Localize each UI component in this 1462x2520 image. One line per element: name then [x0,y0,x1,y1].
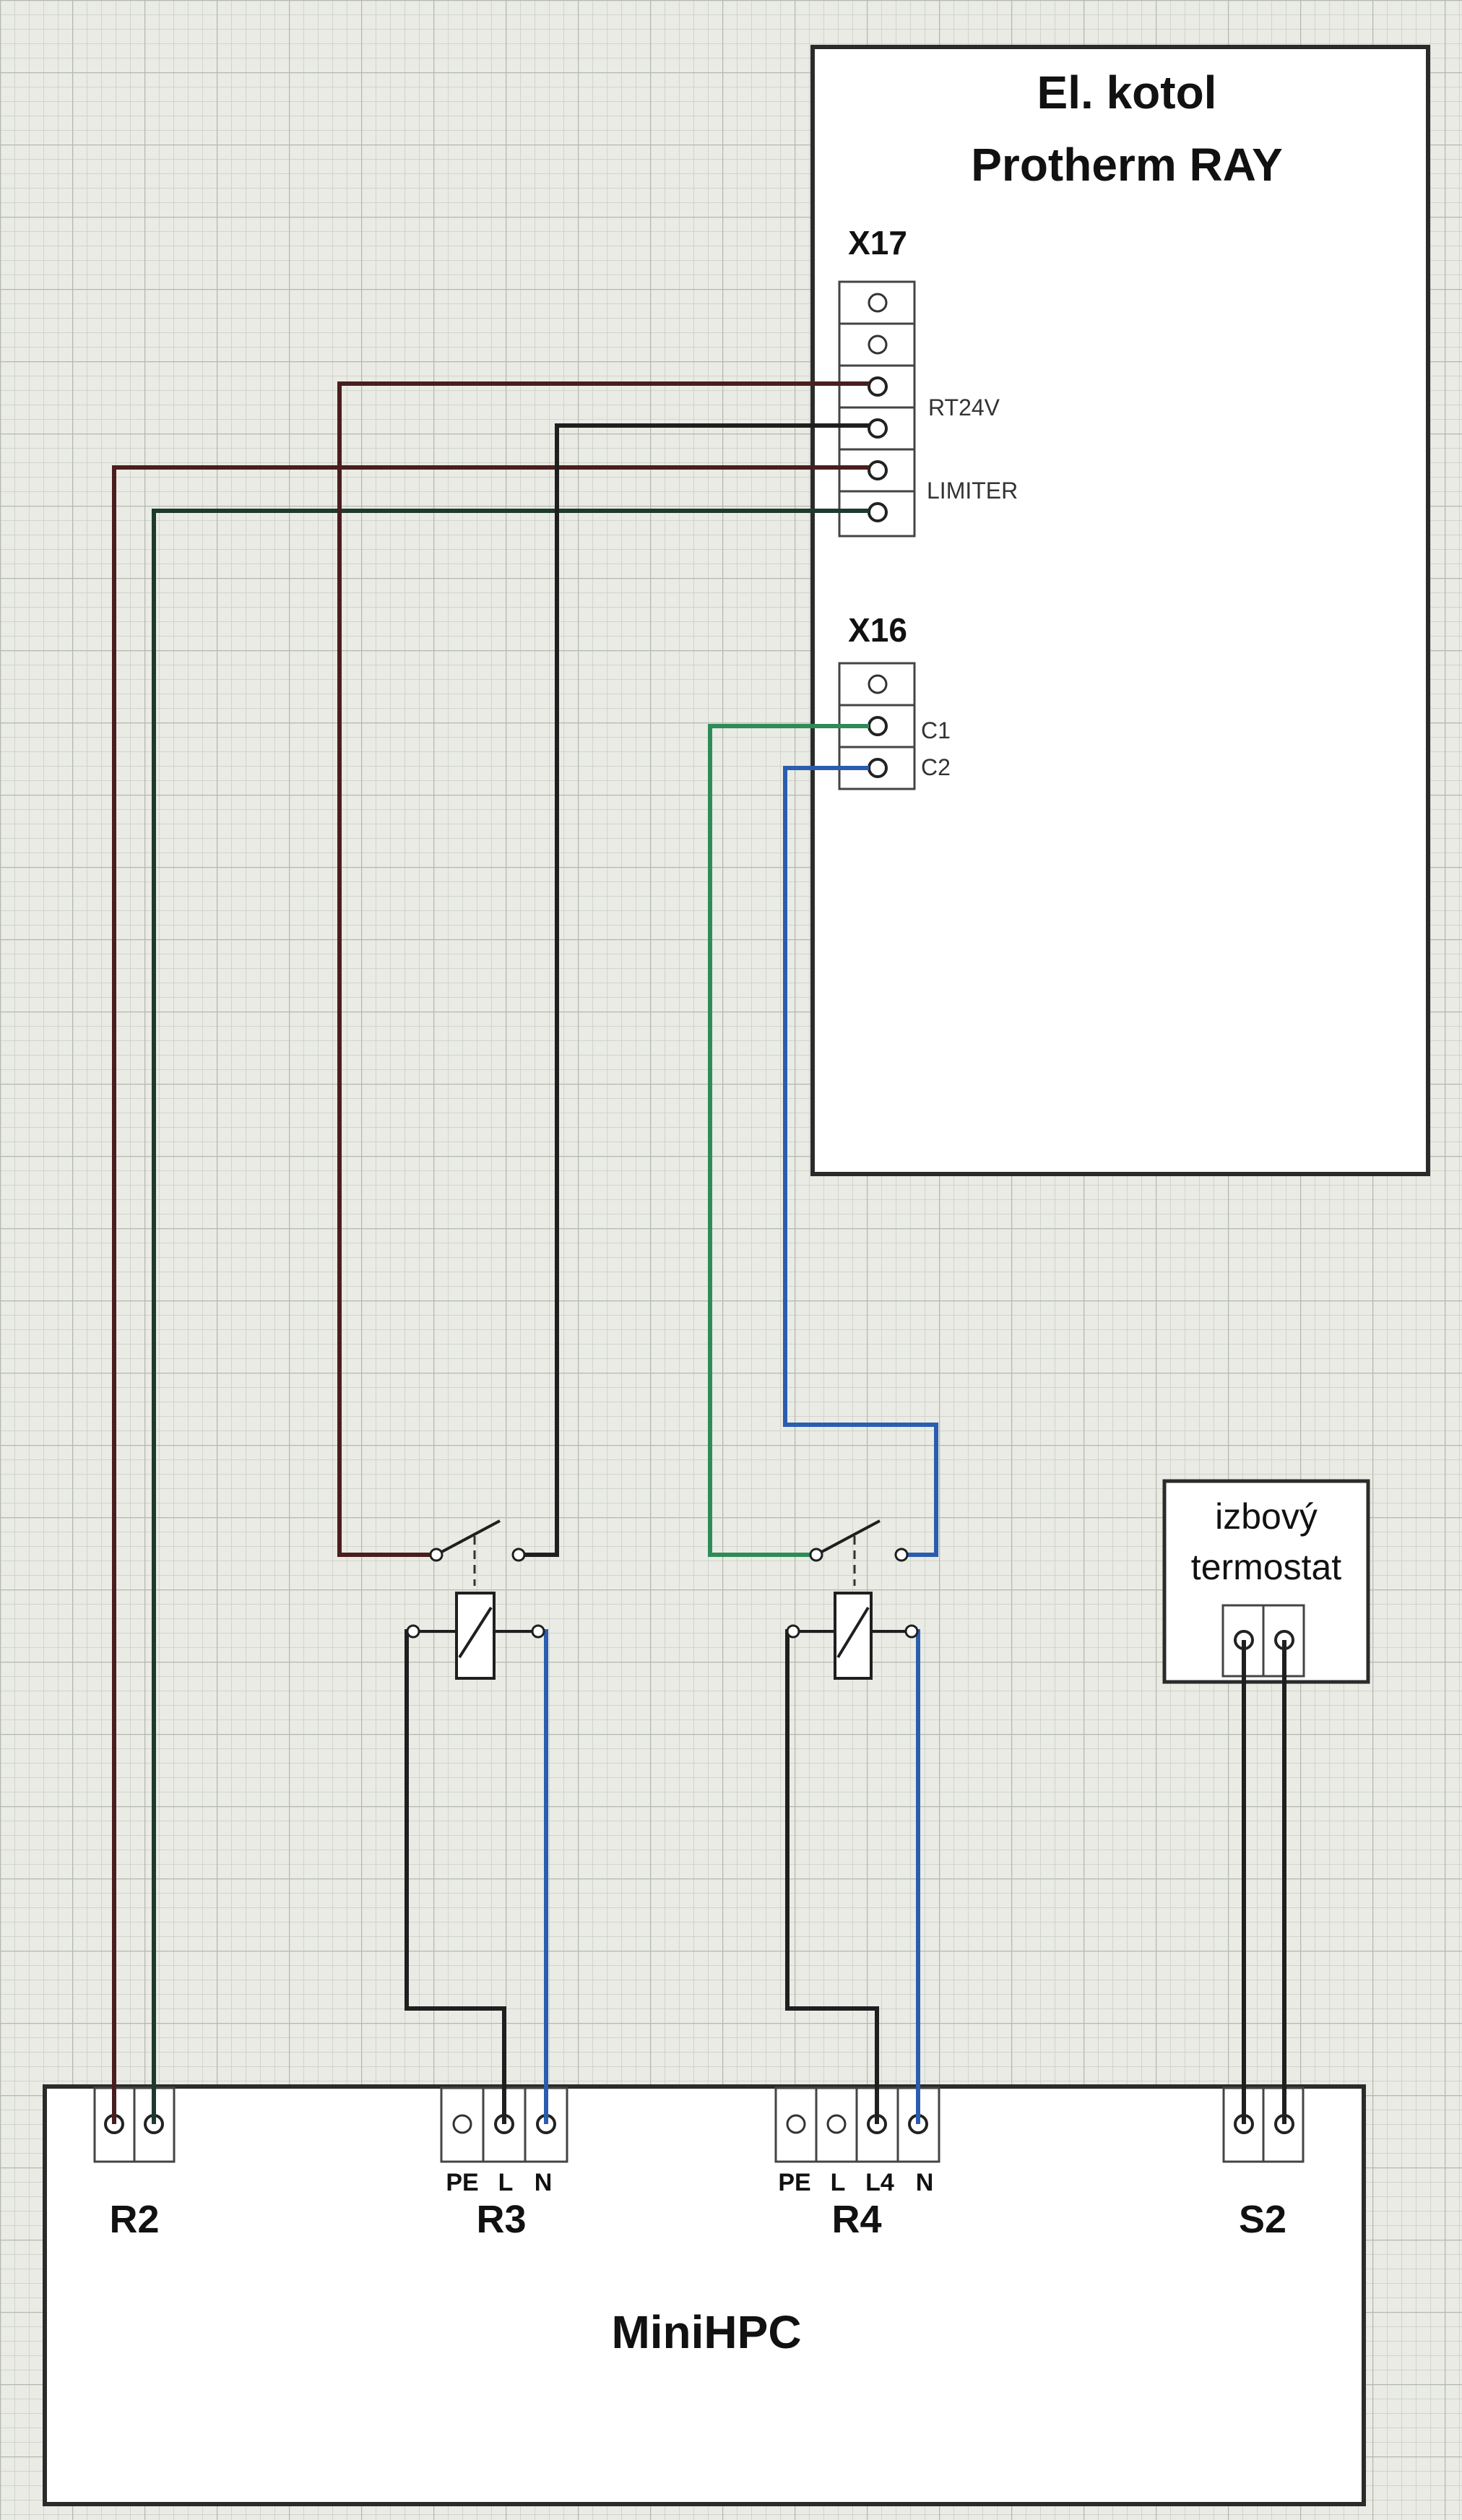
thermostat-label-line1: izbový [1215,1496,1318,1537]
minihpc-box: MiniHPC R2 PE L N R3 [43,2084,1366,2506]
x17-limiter-label: LIMITER [927,478,1018,504]
relay-r3-coil [455,1592,496,1680]
wire-r2-limiter-darkgreen [152,509,869,2124]
relay-r4 [786,1519,919,1680]
thermostat-label-line2: termostat [1191,1547,1342,1587]
x17-pin-4 [868,418,888,439]
relay-r3-contact-1 [429,1548,444,1562]
relay-r4-coil-pin-1 [786,1624,800,1639]
wires [112,381,1286,2124]
r3-pin-label-pe: PE [446,2169,478,2196]
s2-label: S2 [1239,2198,1286,2241]
r4-pin-label-l: L [831,2169,846,2196]
wire-rt24v-relay3-black [519,423,869,1557]
r2-terminal-block [93,2087,176,2163]
r4-terminal-block [774,2087,940,2163]
relay-r3-contact-2 [511,1548,526,1562]
x17-label: X17 [848,224,907,262]
relay-r4-coil [834,1592,873,1680]
x17-pin-2 [868,335,888,355]
wire-c1-relay4-green [708,724,869,1557]
boiler-title-line2: Protherm RAY [971,139,1283,191]
x17-pin-3 [868,376,888,397]
r4-label: R4 [831,2198,881,2241]
x16-c2-label: C2 [921,754,951,780]
x17-rt24v-label: RT24V [928,394,1000,420]
minihpc-title: MiniHPC [611,2306,801,2358]
x16-label: X16 [848,611,907,649]
s2-terminal-block [1222,2087,1305,2163]
r3-label: R3 [476,2198,526,2241]
r3-pin-pe [452,2114,472,2134]
relay-r4-contact-2 [894,1548,909,1562]
wire-r2-limiter-brown [112,465,869,2124]
x17-pin-5 [868,460,888,480]
relay-r3-coil-pin-1 [406,1624,420,1639]
r3-pin-label-n: N [535,2169,553,2196]
x16-pin-1 [868,674,888,694]
wire-c2-relay4-blue [783,766,938,1557]
relay-r4-contact-1 [809,1548,823,1562]
x17-terminal-block [838,280,916,538]
boiler-title-line1: El. kotol [1037,66,1217,118]
r4-pin-l [826,2114,847,2134]
relay-r3 [406,1519,545,1680]
r3-pin-label-l: L [498,2169,514,2196]
x16-c1-label: C1 [921,717,951,743]
wire-rt24v-relay3-brown [337,381,869,1557]
x17-pin-1 [868,293,888,313]
room-thermostat: izbový termostat [1162,1479,1370,1684]
r4-pin-label-pe: PE [778,2169,810,2196]
r4-pin-label-n: N [916,2169,934,2196]
relay-r4-coil-pin-2 [904,1624,919,1639]
boiler-box: El. kotol Protherm RAY X17 RT24V LIMITER… [810,45,1430,1176]
r4-pin-label-l4: L4 [865,2169,894,2196]
relay-r3-coil-pin-2 [531,1624,545,1639]
r2-label: R2 [109,2198,159,2241]
r4-pin-pe [786,2114,806,2134]
